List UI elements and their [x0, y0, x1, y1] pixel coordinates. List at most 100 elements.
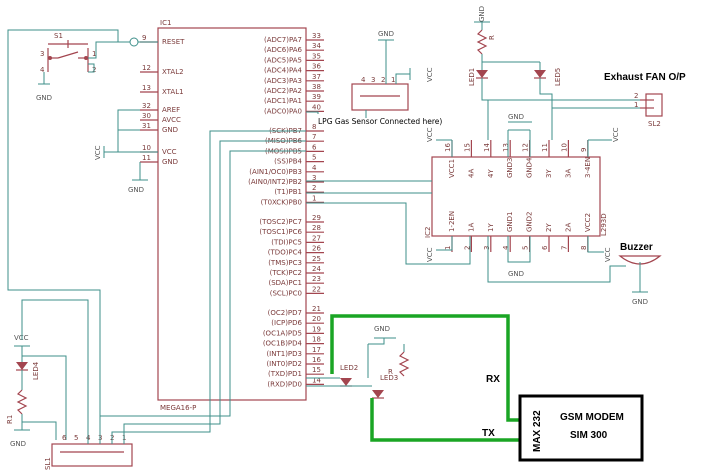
mcu-left-pin-name: RESET	[162, 38, 185, 46]
mcu-right-pin-num: 18	[312, 336, 321, 344]
mcu-right-pin-num: 29	[312, 214, 321, 222]
led5-label: LED5	[554, 68, 562, 86]
mcu-gnd-label: GND	[128, 186, 144, 194]
mcu-body	[157, 27, 307, 401]
mcu-right-pin-num: 35	[312, 52, 321, 60]
mcu-right-pin-num: 40	[312, 103, 321, 111]
r1-label: R1	[6, 415, 14, 424]
driver-bottom-pin-name: 1Y	[487, 223, 495, 232]
exhaust-fan-connector: 2 1 SL2 Exhaust FAN O/P	[604, 72, 686, 128]
led4-label: LED4	[32, 361, 40, 380]
mcu-right-pin-num: 4	[312, 164, 317, 172]
mcu-right-pin-name: (SCL)PC0	[270, 289, 302, 297]
sl2-pin-1: 1	[634, 101, 638, 109]
mcu-right-pin-num: 6	[312, 143, 317, 151]
led2-led3-group: GND R LED2 LED3	[340, 325, 410, 399]
tx-trace	[370, 398, 520, 442]
sl1-pin-5: 5	[74, 434, 78, 442]
led4-r1-group: VCC LED4 R1 GND	[6, 334, 40, 448]
mcu-right-pin-num: 2	[312, 184, 316, 192]
sensor-vcc: VCC	[426, 67, 434, 82]
mcu-left-pin-num: 13	[142, 84, 151, 92]
mcu-left-pin-num: 10	[142, 144, 151, 152]
driver-top-pin-num: 10	[560, 143, 568, 152]
s1-gnd: GND	[36, 94, 52, 102]
driver-top-pin-name: 3A	[564, 169, 572, 178]
mcu-right-pin-name: (ADC3)PA3	[264, 77, 302, 85]
mcu-right-pin-num: 22	[312, 285, 321, 293]
sl2-pin-2: 2	[634, 92, 638, 100]
driver-bottom-pin-num: 3	[483, 246, 491, 250]
max232-label: MAX 232	[532, 410, 543, 452]
driver-bottom-pin-name: GND1	[506, 211, 514, 232]
led2-label: LED2	[340, 364, 358, 372]
sl1-pin-6: 6	[62, 434, 67, 442]
mcu-right-pin-name: (OC1A)PD5	[263, 329, 302, 337]
driver-top-pin-num: 16	[444, 143, 452, 152]
mcu-right-pin-name: (ADC0)PA0	[264, 107, 302, 115]
mcu-right-pin-num: 27	[312, 234, 321, 242]
driver-top-pin-num: 15	[463, 143, 471, 152]
driver-bottom-pin-num: 5	[522, 246, 530, 250]
mcu-right-pin-num: 16	[312, 356, 321, 364]
drv-vcc-bottom: VCC	[426, 247, 434, 262]
s1-label: S1	[54, 32, 63, 40]
drv-gnd-bottom: GND	[508, 270, 524, 278]
mcu-left-pin-num: 32	[142, 102, 151, 110]
mcu-right-pin-name: (TOSC2)PC7	[259, 218, 302, 226]
mcu-right-pin-name: (T1)PB1	[274, 188, 302, 196]
mcu-right-pin-num: 33	[312, 32, 321, 40]
mcu-right-pin-name: (AIN0/INT2)PB2	[248, 178, 302, 186]
mcu-left-pin-num: 9	[142, 34, 146, 42]
driver-bottom-pin-name: 1A	[467, 223, 475, 232]
driver-bottom-pin-num: 2	[463, 246, 471, 250]
mcu-right-pin-name: (AIN1/OC0)PB3	[249, 168, 302, 176]
mcu-right-pin-num: 39	[312, 93, 321, 101]
led-gnd: GND	[374, 325, 390, 333]
tx-label: TX	[482, 428, 495, 439]
driver-top-pin-name: VCC1	[448, 159, 456, 178]
driver-top-pin-num: 13	[502, 143, 510, 152]
mcu-right-pin-name: (TCK)PC2	[270, 269, 302, 277]
driver-body	[431, 156, 601, 237]
mcu-right-pin-name: (ADC6)PA6	[264, 46, 303, 54]
exhaust-label: Exhaust FAN O/P	[604, 72, 686, 83]
mcu-left-pin-num: 12	[142, 64, 151, 72]
led1-led5-group: GND R LED1 LED5	[468, 6, 562, 86]
mcu-left-pin-name: VCC	[162, 148, 177, 156]
driver-bottom-pin-num: 1	[444, 246, 452, 250]
sensor-pin-1: 1	[391, 76, 395, 84]
driver-bottom-pin-name: 2A	[564, 223, 572, 232]
mcu-left-pin-num: 11	[142, 154, 151, 162]
driver-top-pin-num: 11	[541, 143, 549, 152]
mcu-right-pin-name: (SS)PB4	[274, 158, 302, 166]
driver-bottom-pin-name: GND2	[526, 211, 534, 232]
mcu-ref: IC1	[160, 19, 171, 27]
r-led-label: R	[388, 368, 393, 376]
mcu-right-pin-num: 5	[312, 154, 316, 162]
mcu-right-pin-name: (OC1B)PD4	[263, 340, 303, 348]
driver-top-pin-name: 3Y	[545, 169, 553, 178]
mcu-right-pin-num: 17	[312, 346, 321, 354]
driver-top-pin-name: 4Y	[487, 169, 495, 178]
reset-switch: S1 3 4 1 2 GND	[36, 32, 96, 102]
driver-top-pin-num: 14	[483, 143, 491, 152]
mcu-right-pin-num: 24	[312, 265, 321, 273]
driver-bottom-pin-num: 4	[502, 245, 510, 250]
r-label: R	[488, 35, 496, 40]
mcu-right-pin-name: (ADC7)PA7	[264, 36, 302, 44]
mcu-right-pin-num: 38	[312, 83, 321, 91]
buzzer-label: Buzzer	[620, 242, 653, 253]
mcu-right-pin-name: (RXD)PD0	[267, 380, 302, 388]
s1-pin-4: 4	[40, 66, 45, 74]
mcu-right-pin-num: 3	[312, 174, 316, 182]
mcu-left-pin-name: GND	[162, 126, 178, 134]
mcu-right-pin-name: (T0XCK)PB0	[261, 198, 302, 206]
drv-gnd-top: GND	[508, 113, 524, 121]
mcu-part: MEGA16-P	[160, 404, 196, 412]
